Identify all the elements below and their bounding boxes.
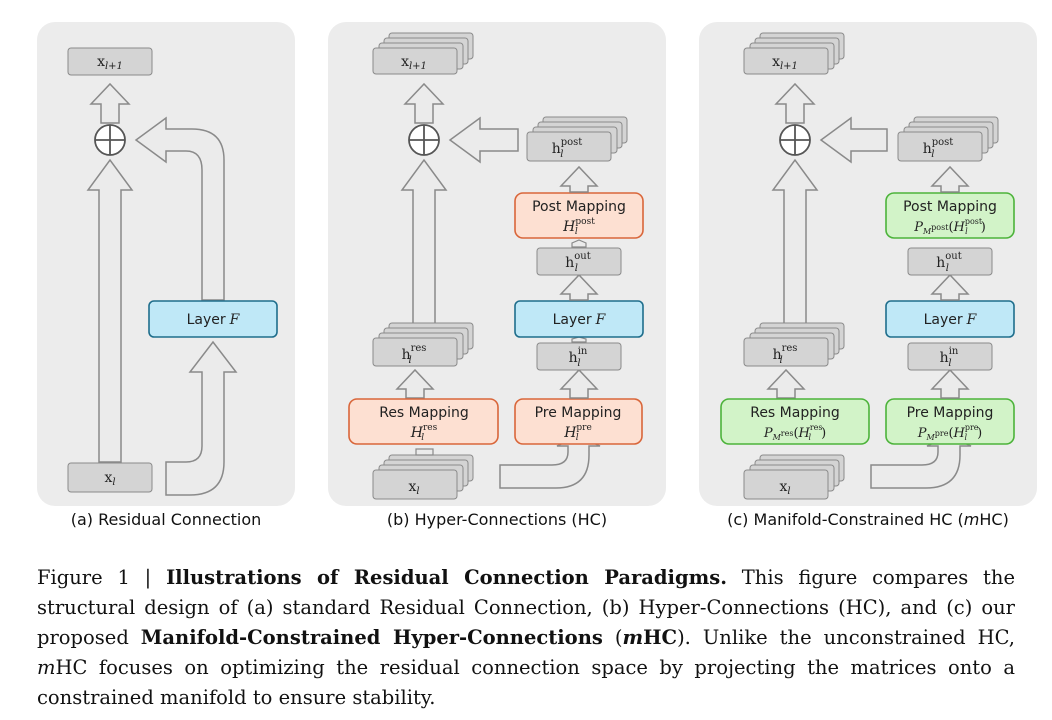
hc-residual-arrow <box>400 158 448 331</box>
hc-hout-to-postmap-arrow <box>571 239 587 248</box>
hc-res-mapping-title: Res Mapping <box>379 405 469 421</box>
layer-to-sum-arrow <box>134 116 225 301</box>
hc-premap-to-hin-arrow <box>559 368 599 399</box>
mhc-h-in-box <box>907 342 993 371</box>
hc-output-label: xl+1 <box>401 54 427 72</box>
mhc-postmap-to-hpost-arrow <box>930 165 970 193</box>
panel-b-label: (b) Hyper-Connections (HC) <box>386 510 608 529</box>
panel-a-label: (a) Residual Connection <box>70 510 262 529</box>
hc-h-in-box <box>536 342 622 371</box>
mhc-post-mapping-title: Post Mapping <box>903 199 997 215</box>
caption-figure-number: Figure 1 | <box>37 566 167 589</box>
mhc-output-stack <box>743 32 845 75</box>
mhc-resmap-to-hres-arrow <box>766 368 806 399</box>
sum-to-output-arrow <box>89 82 131 124</box>
mhc-residual-arrow <box>771 158 819 331</box>
hc-layer-to-hout-arrow <box>559 273 599 301</box>
input-to-layer-arrow <box>165 340 238 496</box>
mhc-input-stack <box>743 454 845 500</box>
hc-sum-icon <box>408 124 440 156</box>
input-node-label: xl <box>104 470 115 488</box>
mhc-h-res-stack <box>743 322 845 367</box>
hc-res-mapping-box <box>348 398 499 445</box>
hc-post-to-sum-arrow <box>448 116 519 164</box>
mhc-pre-mapping-title: Pre Mapping <box>907 405 994 421</box>
hc-h-res-stack <box>372 322 474 367</box>
mhc-layer-to-hout-arrow <box>930 273 970 301</box>
output-node-label: xl+1 <box>97 54 123 72</box>
mhc-layer-box <box>885 300 1015 338</box>
hc-pre-mapping-box <box>514 398 643 445</box>
residual-arrow <box>86 158 134 463</box>
hc-input-to-resmap-arrow <box>415 448 434 456</box>
mhc-sum-to-output-arrow <box>774 82 816 124</box>
mhc-res-mapping-box <box>720 398 870 445</box>
hc-postmap-to-hpost-arrow <box>559 165 599 193</box>
mhc-h-post-stack <box>897 116 999 162</box>
mhc-post-to-sum-arrow <box>819 116 888 164</box>
hc-h-post-stack <box>526 116 628 162</box>
mhc-post-mapping-box <box>885 192 1015 239</box>
layer-box <box>148 300 278 338</box>
sum-icon <box>94 124 126 156</box>
hc-sum-to-output-arrow <box>403 82 445 124</box>
mhc-h-out-box <box>907 247 993 276</box>
mhc-output-label: xl+1 <box>772 54 798 72</box>
hc-layer-box <box>514 300 644 338</box>
figure-caption: Figure 1 | Illustrations of Residual Con… <box>37 566 1015 709</box>
hc-resmap-to-hres-arrow <box>395 368 435 399</box>
mhc-premap-to-hin-arrow <box>930 368 970 399</box>
input-node-box <box>67 462 153 493</box>
panel-c-label: (c) Manifold-Constrained HC (mHC) <box>727 510 1009 529</box>
mhc-input-label: xl <box>779 479 790 497</box>
hc-output-stack <box>372 32 474 75</box>
hc-pre-mapping-title: Pre Mapping <box>535 405 622 421</box>
hc-h-out-box <box>536 247 622 276</box>
mhc-res-mapping-title: Res Mapping <box>750 405 840 421</box>
hc-post-mapping-box <box>514 192 644 239</box>
hc-input-label: xl <box>408 479 419 497</box>
panel-a-background <box>37 22 295 506</box>
hc-post-mapping-title: Post Mapping <box>532 199 626 215</box>
caption-method-name: Manifold-Constrained Hyper-Connections <box>140 626 603 649</box>
caption-title: Illustrations of Residual Connection Par… <box>166 566 727 589</box>
hc-hin-to-layer-arrow <box>571 336 587 343</box>
mhc-sum-icon <box>779 124 811 156</box>
hc-input-stack <box>372 454 474 500</box>
mhc-pre-mapping-box <box>885 398 1015 445</box>
output-node-box <box>67 47 153 76</box>
